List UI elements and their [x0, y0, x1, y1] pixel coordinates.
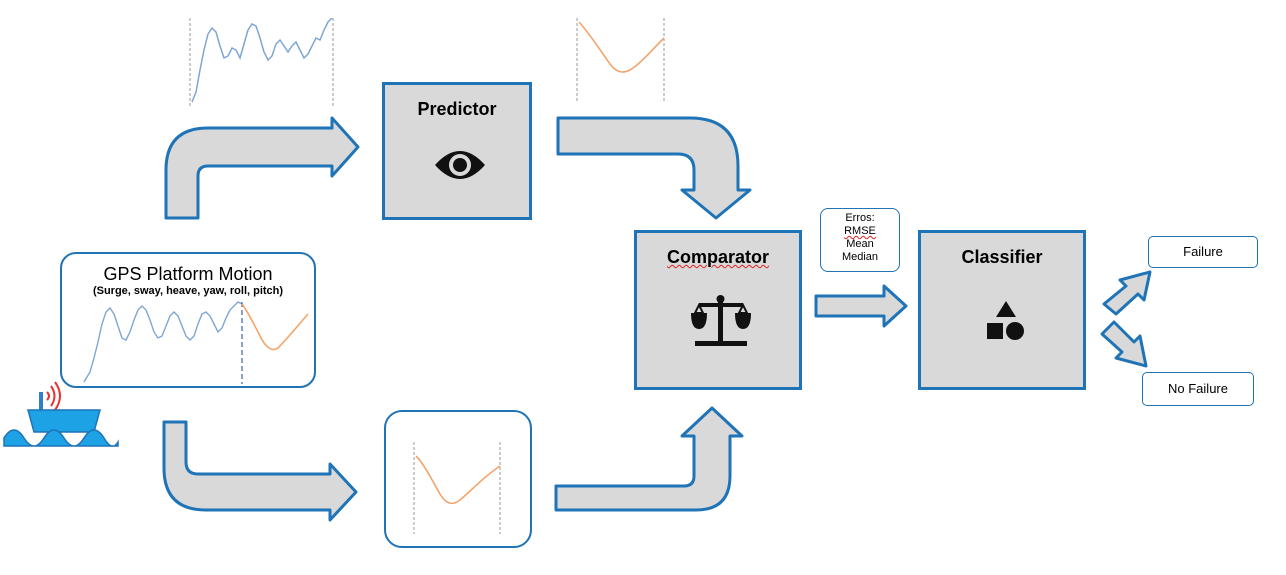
classifier-box: Classifier	[918, 230, 1086, 390]
gps-platform-motion-box: GPS Platform Motion (Surge, sway, heave,…	[60, 252, 316, 388]
error-metrics-box: Erros: RMSE Mean Median	[820, 208, 900, 272]
ground-truth-signal-chart	[413, 442, 501, 534]
arrow-truth-to-comparator	[554, 406, 744, 512]
predictor-title: Predictor	[417, 99, 497, 119]
classifier-title: Classifier	[961, 247, 1043, 267]
gps-title: GPS Platform Motion	[103, 264, 273, 284]
arrow-to-classifier	[814, 284, 908, 328]
predicted-signal-chart	[576, 18, 665, 102]
errors-label: Erros:	[845, 212, 875, 224]
eye-icon	[435, 151, 485, 179]
failure-output-box: Failure	[1148, 236, 1258, 268]
arrow-to-failure	[1102, 270, 1152, 316]
arrow-to-ground-truth	[162, 420, 358, 522]
errors-item-median: Median	[841, 251, 879, 263]
comparator-title: Comparator	[666, 247, 769, 267]
arrow-predictor-to-comparator	[556, 116, 752, 220]
predictor-box: Predictor	[382, 82, 532, 220]
input-signal-chart	[189, 17, 334, 106]
errors-item-mean: Mean	[846, 238, 874, 250]
arrow-to-predictor	[164, 116, 360, 220]
gps-subtitle: (Surge, sway, heave, yaw, roll, pitch)	[92, 285, 284, 297]
ground-truth-signal-box	[384, 410, 532, 548]
shapes-icon	[987, 301, 1024, 340]
gps-signal-chart	[83, 301, 309, 384]
comparator-box: Comparator	[634, 230, 802, 390]
no-failure-output-box: No Failure	[1142, 372, 1254, 406]
arrow-to-no-failure	[1100, 320, 1148, 368]
errors-item-rmse: RMSE	[844, 225, 876, 237]
balance-scale-icon	[691, 295, 751, 346]
